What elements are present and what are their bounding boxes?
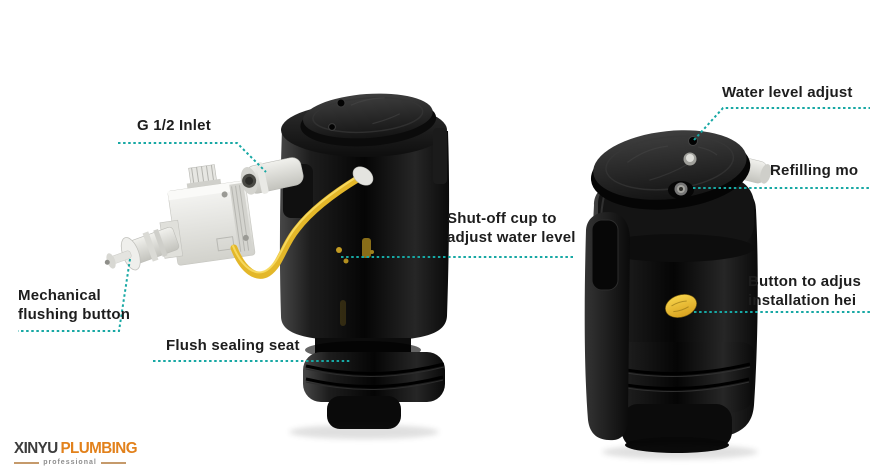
cap-hole	[336, 98, 346, 108]
water-level-leader-line	[693, 107, 870, 141]
label-line: installation hei	[748, 292, 857, 309]
label-line: Button to adjus	[748, 273, 861, 290]
shut-off-cup-window	[336, 238, 374, 326]
label-g12-inlet: G 1/2 Inlet	[137, 117, 211, 134]
label-line: adjust water level	[447, 229, 576, 246]
brand-name-secondary: PLUMBING	[60, 440, 137, 457]
label-mechanical-flushing-button: Mechanical flushing button	[18, 286, 130, 324]
label-line: Shut-off cup to	[447, 210, 557, 227]
mechanical-flushing-button	[104, 226, 180, 271]
shadow	[289, 425, 439, 439]
label-flush-sealing-seat: Flush sealing seat	[166, 337, 300, 354]
brand-tagline: professional	[43, 459, 97, 466]
fill-valve-base	[600, 342, 754, 453]
mechanical-flushing-button-assembly	[159, 164, 256, 266]
mechanical-button-leader-line	[18, 258, 131, 332]
brand-name-primary: XINYU	[14, 440, 58, 457]
label-line: flushing button	[18, 306, 131, 323]
overflow-side-tube	[584, 212, 630, 441]
shadow	[602, 445, 758, 459]
flush-valve-unit	[104, 93, 450, 439]
flush-valve-tank	[279, 93, 450, 341]
label-shut-off-cup: Shut-off cup to adjust water level	[447, 209, 576, 247]
tagline-rule-left	[14, 461, 40, 464]
flush-sealing-seat	[303, 338, 445, 429]
label-refilling-mode: Refilling mo	[770, 162, 859, 179]
inlet-leader-line	[118, 142, 267, 173]
height-adjust-button	[665, 294, 697, 318]
supply-hose	[230, 166, 374, 279]
tagline-rule-right	[100, 461, 126, 464]
label-line: Mechanical	[18, 287, 101, 304]
cap-float-port	[683, 152, 697, 166]
fill-valve-unit	[584, 130, 772, 459]
inlet-fitting	[240, 157, 304, 195]
brand-tagline-row: professional	[14, 459, 126, 466]
water-level-adjust-hole	[688, 136, 698, 146]
fill-valve-cap	[590, 130, 751, 210]
label-water-level-adjust: Water level adjust	[722, 84, 853, 101]
refill-port	[668, 181, 694, 199]
label-height-adjust-button: Button to adjus installation hei	[748, 272, 861, 310]
cap-hole	[328, 123, 336, 131]
leader-lines	[18, 107, 870, 362]
